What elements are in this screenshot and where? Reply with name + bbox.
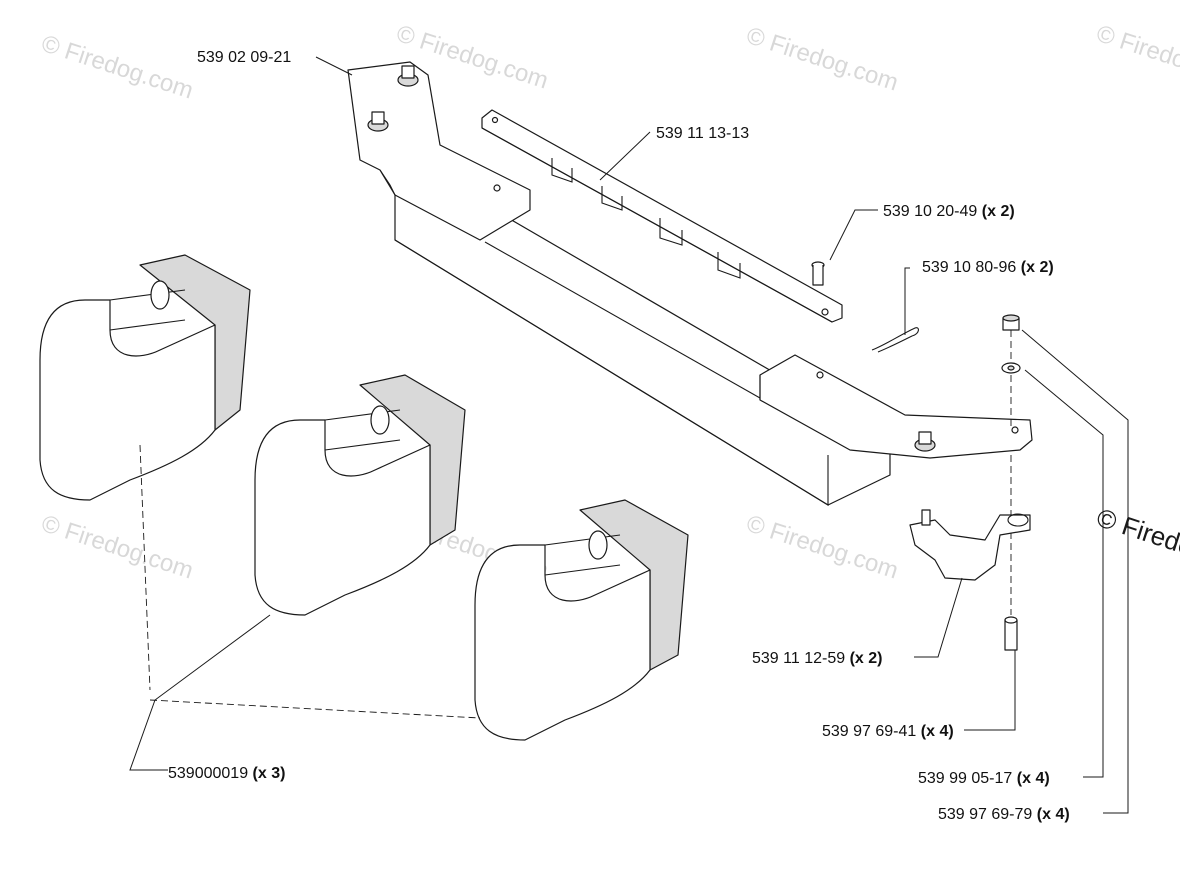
part-label: 539 02 09-21: [197, 49, 291, 66]
svg-text:539 10 80-96 (x 2): 539 10 80-96 (x 2): [922, 259, 1054, 276]
part-label: 539 97 69-41: [822, 723, 916, 740]
part-label: 539 99 05-17: [918, 770, 1012, 787]
leader-lines: [129, 56, 1129, 814]
spacer-bracket-drawing: [909, 509, 1031, 581]
watermark: © Firedog.com: [743, 510, 901, 584]
part-qty: (x 2): [1021, 259, 1054, 276]
support-bar-drawing: [481, 109, 843, 323]
part-label: 539 10 80-96: [922, 259, 1016, 276]
svg-text:539 97 69-41 (x 4): 539 97 69-41 (x 4): [822, 723, 954, 740]
watermark: © Firedog.com: [38, 510, 196, 584]
part-label: 539 97 69-79: [938, 806, 1032, 823]
part-label: 539 11 13-13: [656, 125, 749, 142]
part-label: 539 11 12-59: [752, 650, 845, 667]
watermark: © Firedog.com: [1093, 20, 1180, 94]
weight-bracket-drawing: [347, 61, 1033, 506]
part-qty: (x 2): [982, 203, 1015, 220]
part-qty: (x 4): [1037, 806, 1070, 823]
hardware-drawing: [1001, 314, 1021, 651]
clip-drawing: [871, 327, 919, 353]
part-label: 539 10 20-49: [883, 203, 977, 220]
svg-text:539000019 (x 3): 539000019 (x 3): [168, 765, 285, 782]
svg-text:539 97 69-79 (x 4): 539 97 69-79 (x 4): [938, 806, 1070, 823]
watermark: © Firedog.com: [743, 22, 901, 96]
part-labels: 539 02 09-21 539 11 13-13 539 10 20-49 (…: [168, 49, 1070, 823]
watermark-side: © Firedo: [1093, 502, 1180, 561]
svg-text:539 11 12-59 (x 2): 539 11 12-59 (x 2): [752, 650, 882, 667]
part-qty: (x 2): [850, 650, 883, 667]
part-qty: (x 4): [1017, 770, 1050, 787]
pin-drawing: [811, 261, 825, 286]
part-label: 539000019: [168, 765, 248, 782]
part-qty: (x 3): [253, 765, 286, 782]
watermark: © Firedog.com: [38, 30, 196, 104]
svg-text:539 99 05-17 (x 4): 539 99 05-17 (x 4): [918, 770, 1050, 787]
part-qty: (x 4): [921, 723, 954, 740]
weight-drawing: [39, 254, 689, 741]
svg-text:539 10 20-49 (x 2): 539 10 20-49 (x 2): [883, 203, 1015, 220]
